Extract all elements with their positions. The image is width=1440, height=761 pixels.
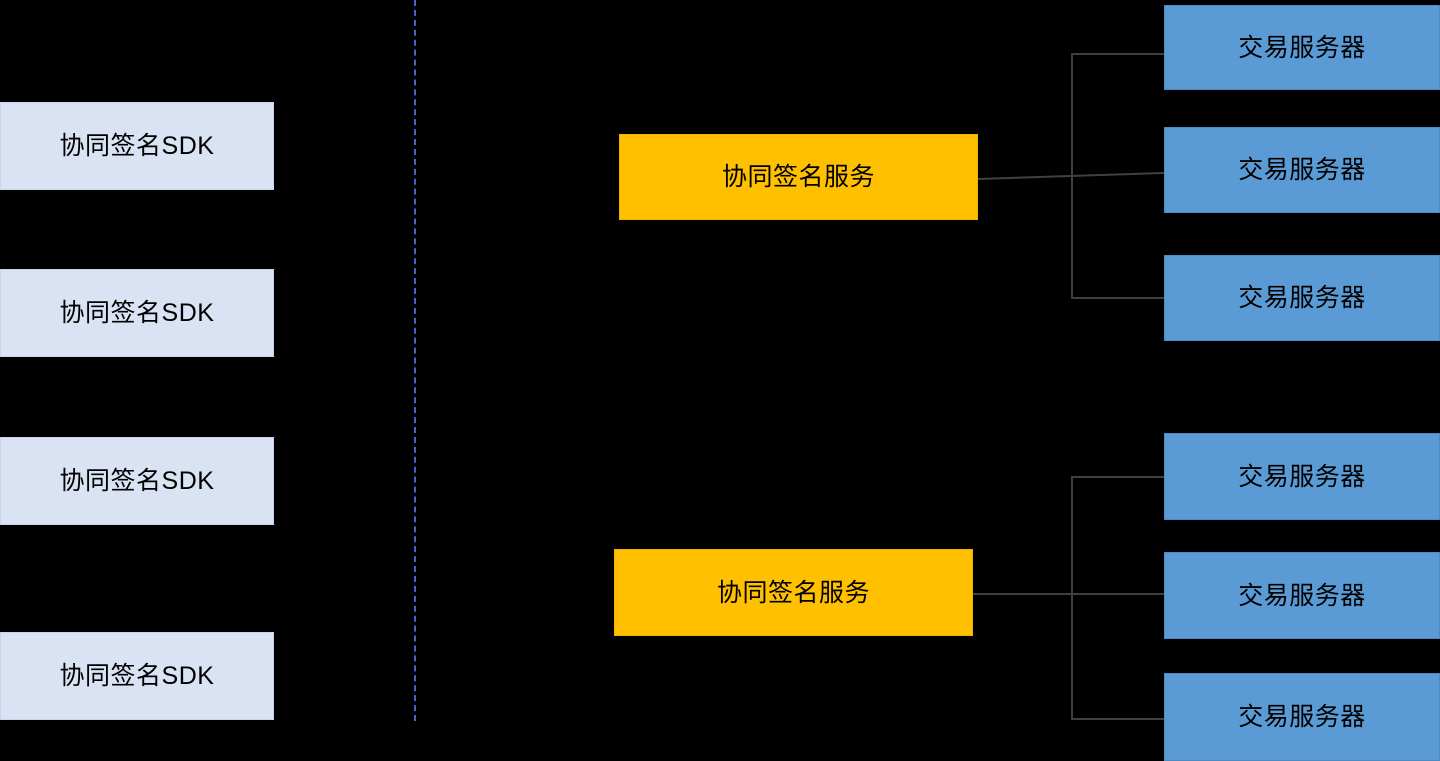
boundary-divider — [414, 0, 416, 721]
transaction-server-node-1[interactable]: 交易服务器 — [1164, 5, 1440, 90]
transaction-server-node-5[interactable]: 交易服务器 — [1164, 552, 1440, 639]
signing-service-label: 协同签名服务 — [721, 163, 875, 191]
sdk-node-3[interactable]: 协同签名SDK — [0, 437, 274, 525]
sdk-node-label: 协同签名SDK — [59, 467, 215, 495]
transaction-server-node-2[interactable]: 交易服务器 — [1164, 127, 1440, 213]
connector-branch-upper-3 — [1071, 297, 1164, 299]
sdk-node-label: 协同签名SDK — [59, 299, 215, 327]
sdk-node-2[interactable]: 协同签名SDK — [0, 269, 274, 357]
transaction-server-label: 交易服务器 — [1238, 462, 1366, 491]
transaction-server-label: 交易服务器 — [1238, 33, 1366, 62]
connector-branch-lower-1 — [1071, 476, 1164, 478]
transaction-server-label: 交易服务器 — [1238, 581, 1366, 610]
sdk-node-4[interactable]: 协同签名SDK — [0, 632, 274, 720]
signing-service-node-2[interactable]: 协同签名服务 — [614, 549, 973, 636]
transaction-server-label: 交易服务器 — [1238, 284, 1366, 312]
transaction-server-node-4[interactable]: 交易服务器 — [1164, 433, 1440, 520]
connector-trunk-upper — [1071, 53, 1073, 297]
transaction-server-label: 交易服务器 — [1238, 703, 1366, 731]
sdk-node-label: 协同签名SDK — [59, 662, 215, 690]
signing-service-label: 协同签名服务 — [716, 578, 870, 607]
transaction-server-label: 交易服务器 — [1238, 156, 1366, 184]
transaction-server-node-3[interactable]: 交易服务器 — [1164, 255, 1440, 341]
connector-service2-to-trunk — [973, 593, 1164, 595]
connector-trunk-lower — [1071, 476, 1073, 718]
connector-branch-upper-1 — [1071, 53, 1164, 55]
signing-service-node-1[interactable]: 协同签名服务 — [619, 134, 978, 220]
transaction-server-node-6[interactable]: 交易服务器 — [1164, 673, 1440, 761]
connector-branch-lower-3 — [1071, 718, 1164, 720]
sdk-node-1[interactable]: 协同签名SDK — [0, 102, 274, 190]
sdk-node-label: 协同签名SDK — [59, 132, 215, 160]
